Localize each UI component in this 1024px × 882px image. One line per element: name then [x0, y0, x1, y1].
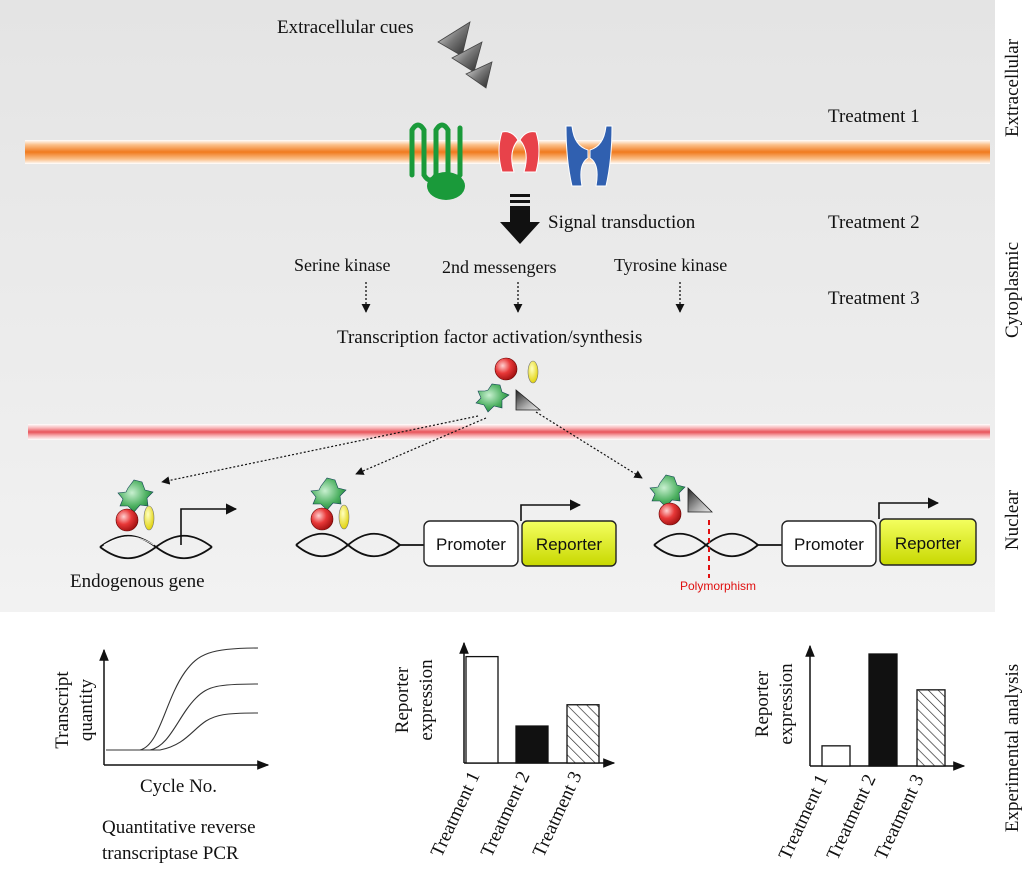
extracellular-compartment-label: Extracellular — [1002, 38, 1023, 137]
gene1-red-factor-icon — [115, 508, 139, 532]
pathway-arrows — [361, 282, 685, 313]
endogenous-gene-label: Endogenous gene — [70, 571, 205, 592]
reporter-construct-2: Promoter Reporter — [649, 474, 977, 578]
qpcr-ylabel-1: Transcript — [52, 671, 73, 749]
red-factor-icon — [494, 357, 518, 381]
g-protein-icon — [427, 172, 465, 200]
gene3-green-factor-icon — [649, 474, 686, 508]
signal-transduction-label: Signal transduction — [548, 212, 696, 233]
treatment-1-label: Treatment 1 — [828, 106, 920, 127]
signal-transduction-arrow-icon — [500, 194, 540, 244]
promoter-label-2: Promoter — [794, 535, 864, 554]
bar-chart-2-ylabel-2: expression — [776, 663, 797, 745]
blue-receptor-icon — [565, 125, 613, 187]
bar-2-2 — [868, 653, 898, 767]
cell-background — [0, 0, 995, 612]
qpcr-xlabel: Cycle No. — [140, 776, 217, 797]
gene3-triangle-factor-icon — [687, 487, 713, 513]
qpcr-curve-low — [106, 712, 259, 751]
reporter-label-2: Reporter — [895, 534, 961, 553]
qpcr-caption-1: Quantitative reverse — [102, 817, 256, 838]
bar-2-category-label-3: Treatment 3 — [871, 771, 929, 863]
treatment-2-label: Treatment 2 — [828, 212, 920, 233]
promoter-box-1 — [423, 520, 519, 567]
experimental-analysis-label: Experimental analysis — [1002, 664, 1023, 832]
reporter-box-1 — [521, 520, 617, 567]
cytoplasmic-compartment-label: Cytoplasmic — [1002, 242, 1023, 338]
bar-chart-1-ylabel-2: expression — [416, 659, 437, 741]
extracellular-cue-icons — [437, 21, 493, 89]
reporter-label-1: Reporter — [536, 535, 602, 554]
bar-chart-2-ylabel-1: Reporter — [752, 670, 773, 737]
transcription-factor-cluster — [475, 357, 542, 413]
bar-1-category-label-1: Treatment 1 — [427, 768, 485, 860]
reporter-box-2 — [879, 518, 977, 566]
promoter-label-1: Promoter — [436, 535, 506, 554]
gene1-green-factor-icon — [117, 479, 154, 513]
red-receptor-icon — [498, 131, 540, 173]
bar-1-2 — [515, 725, 549, 764]
polymorphism-label: Polymorphism — [680, 579, 756, 593]
gene2-yellow-factor-icon — [338, 504, 350, 530]
bar-2-category-label-2: Treatment 2 — [823, 771, 881, 863]
gene2-green-factor-icon — [310, 477, 347, 511]
green-factor-icon — [475, 383, 510, 413]
yellow-factor-icon — [527, 360, 539, 384]
bar-2-3 — [916, 689, 946, 767]
treatment-3-label: Treatment 3 — [828, 288, 920, 309]
nuclear-import-arrows — [161, 411, 643, 485]
qpcr-curve-mid — [106, 683, 259, 751]
tyrosine-kinase-label: Tyrosine kinase — [614, 255, 727, 275]
nuclear-compartment-label: Nuclear — [1002, 489, 1023, 550]
triangle-factor-icon — [515, 389, 542, 411]
bar-1-category-label-2: Treatment 2 — [477, 768, 535, 860]
tf-activation-label: Transcription factor activation/synthesi… — [337, 327, 642, 348]
reporter-construct-1: Promoter Reporter — [295, 477, 617, 567]
second-messengers-label: 2nd messengers — [442, 257, 556, 277]
qpcr-ylabel-2: quantity — [76, 678, 97, 741]
promoter-box-2 — [781, 520, 877, 567]
gene1-yellow-factor-icon — [143, 505, 155, 531]
nuclear-membrane — [28, 424, 990, 440]
qpcr-curve-high — [106, 647, 259, 751]
extracellular-cues-label: Extracellular cues — [277, 17, 414, 38]
serine-kinase-label: Serine kinase — [294, 255, 390, 275]
qpcr-caption-2: transcriptase PCR — [102, 843, 239, 864]
bar-1-category-label-3: Treatment 3 — [529, 768, 587, 860]
gene3-transcription-start-arrow — [878, 497, 940, 519]
gene2-transcription-start-arrow — [520, 499, 582, 521]
bar-1-1 — [465, 655, 499, 764]
bar-2-1 — [821, 745, 851, 767]
gene2-red-factor-icon — [310, 507, 334, 531]
bar-chart-1-ylabel-1: Reporter — [392, 666, 413, 733]
gene3-red-factor-icon — [658, 502, 682, 526]
gene1-transcription-start-arrow — [180, 503, 238, 545]
bar-1-3 — [566, 704, 600, 764]
endogenous-gene-construct — [99, 479, 238, 560]
bar-2-category-label-1: Treatment 1 — [775, 771, 833, 863]
qpcr-panel: Transcript quantity Cycle No. Quantitati… — [52, 647, 270, 864]
